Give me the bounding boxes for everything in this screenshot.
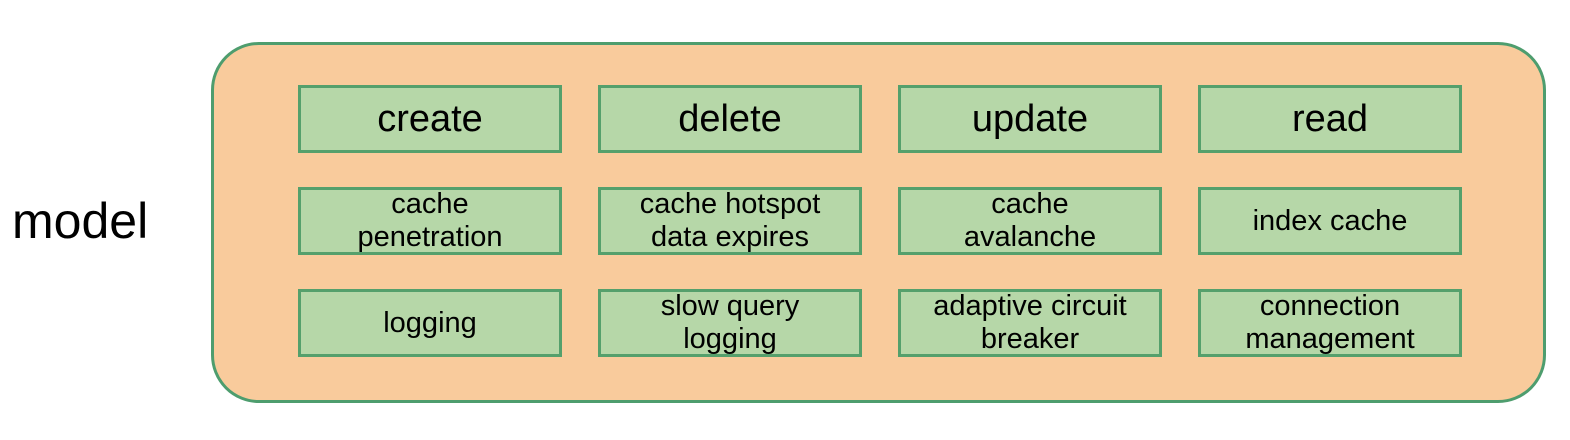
- node-read: read: [1198, 85, 1462, 153]
- node-slow-query-logging: slow query logging: [598, 289, 862, 357]
- operations-grid: create delete update read cache penetrat…: [298, 85, 1462, 357]
- node-create: create: [298, 85, 562, 153]
- node-index-cache: index cache: [1198, 187, 1462, 255]
- model-label: model: [12, 193, 149, 249]
- node-logging: logging: [298, 289, 562, 357]
- node-connection-management: connection management: [1198, 289, 1462, 357]
- node-adaptive-circuit-breaker: adaptive circuit breaker: [898, 289, 1162, 357]
- node-cache-penetration: cache penetration: [298, 187, 562, 255]
- model-group-container: create delete update read cache penetrat…: [211, 42, 1546, 403]
- node-cache-avalanche: cache avalanche: [898, 187, 1162, 255]
- node-delete: delete: [598, 85, 862, 153]
- node-cache-hotspot-data-expires: cache hotspot data expires: [598, 187, 862, 255]
- node-update: update: [898, 85, 1162, 153]
